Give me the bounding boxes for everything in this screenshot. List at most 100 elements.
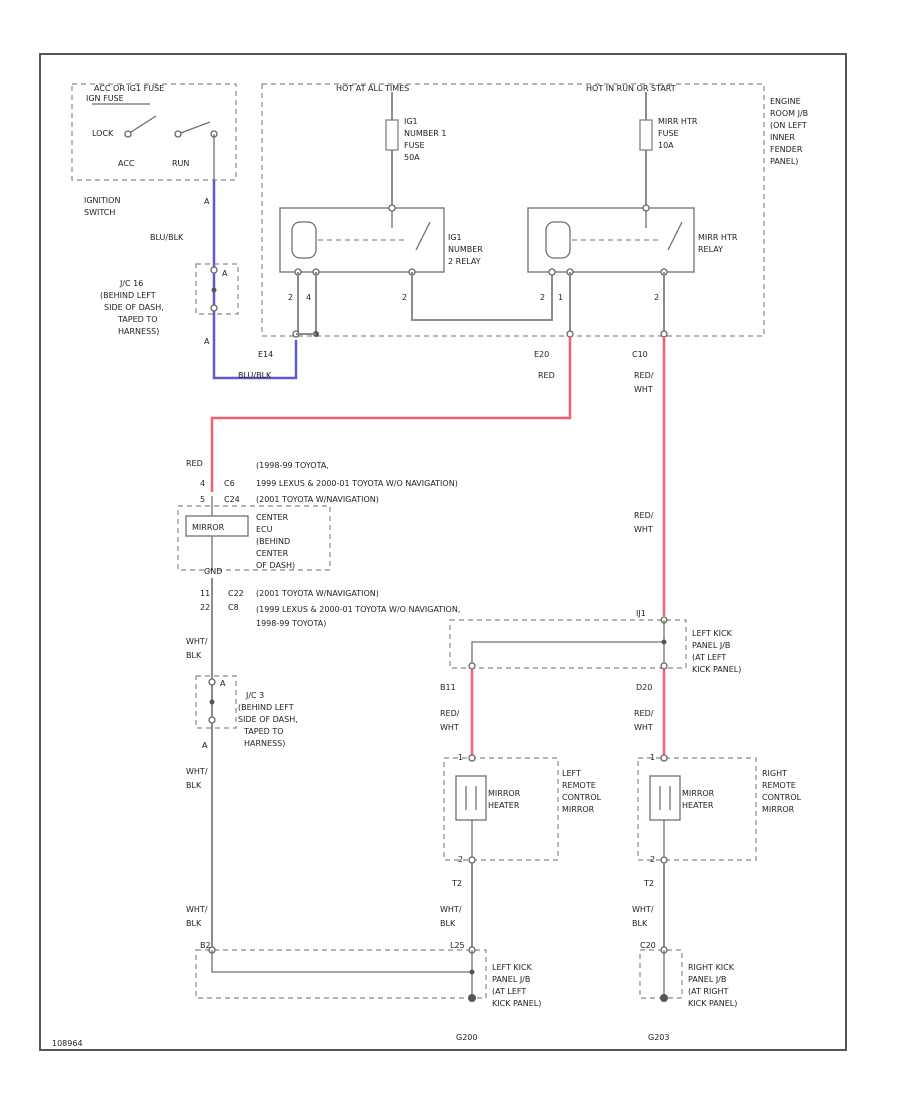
- lkp-lower-label-3: (AT LEFT: [492, 987, 526, 996]
- ig1-fuse-icon: [385, 119, 399, 151]
- left-mirror-heater-1: MIRROR: [488, 789, 521, 798]
- left-mirror-heater-element: [455, 775, 487, 821]
- mirror-module-box: [185, 515, 249, 537]
- center-label-4: CENTER: [256, 549, 289, 558]
- red-wht-label-1b: WHT: [634, 385, 653, 394]
- relay1-pin-2: 2: [288, 293, 293, 302]
- jc16-label-4: TAPED TO: [117, 315, 158, 324]
- blu-blk-label-2: BLU/BLK: [238, 371, 272, 380]
- pin-a-jc3-bottom: A: [202, 741, 208, 750]
- wht-blk-label-3b: BLK: [186, 919, 202, 928]
- wht-blk-label-3a: WHT/: [186, 905, 208, 914]
- relay1-pin-4: 4: [306, 293, 311, 302]
- jc16-label-1: J/C 16: [119, 279, 143, 288]
- t2-right-label: T2: [643, 879, 654, 888]
- lkp-upper-label-3: (AT LEFT: [692, 653, 726, 662]
- c24-label: C24: [224, 495, 240, 504]
- year-note-6: 1998-99 TOYOTA): [256, 619, 326, 628]
- wht-blk-label-2b: BLK: [186, 781, 202, 790]
- red-wht-label-3b: WHT: [440, 723, 459, 732]
- ig1-relay-coil-icon: [291, 221, 317, 259]
- jc-16: A A J/C 16 (BEHIND LEFT SIDE OF DASH, TA…: [100, 263, 239, 346]
- pin-a-jc3: A: [220, 679, 226, 688]
- engine-room-jb: HOT AT ALL TIMES HOT IN RUN OR START ENG…: [261, 83, 808, 338]
- right-mirror-label-1: RIGHT: [762, 769, 787, 778]
- wht-blk-label-4b: BLK: [440, 919, 456, 928]
- wht-blk-label-5a: WHT/: [632, 905, 654, 914]
- pin-4-ecu: 4: [200, 479, 205, 488]
- fuse1-label-2: NUMBER 1: [404, 129, 446, 138]
- l25-label: L25: [450, 941, 465, 950]
- ignition-label-1: IGNITION: [84, 196, 120, 205]
- pin-a-top: A: [204, 197, 210, 206]
- mirr-htr-relay-coil-icon: [545, 221, 571, 259]
- right-mirror-label-4: MIRROR: [762, 805, 795, 814]
- center-label-1: CENTER: [256, 513, 289, 522]
- rkp-label-2: PANEL J/B: [688, 975, 726, 984]
- wht-blk-label-1a: WHT/: [186, 637, 208, 646]
- right-remote-mirror: 1 MIRROR HEATER RIGHT REMOTE CONTROL MIR…: [637, 753, 802, 864]
- left-mirror-label-4: MIRROR: [562, 805, 595, 814]
- year-note-2: 1999 LEXUS & 2000-01 TOYOTA W/O NAVIGATI…: [256, 479, 458, 488]
- jc3-label-3: SIDE OF DASH,: [238, 715, 298, 724]
- run-label: RUN: [172, 159, 189, 168]
- lkp-upper-label-1: LEFT KICK: [692, 629, 733, 638]
- left-mirror-pin-1: 1: [458, 753, 463, 762]
- relay2-pin-2: 2: [540, 293, 545, 302]
- relay2-label-1: MIRR HTR: [698, 233, 738, 242]
- engine-room-label-4: INNER: [770, 133, 795, 142]
- ig1-relay-box: [279, 207, 445, 273]
- g200-label: G200: [456, 1033, 477, 1042]
- year-note-1: (1998-99 TOYOTA,: [256, 461, 329, 470]
- relay2-pin-2b: 2: [654, 293, 659, 302]
- footer-id: 108964: [52, 1039, 83, 1048]
- engine-room-label-2: ROOM J/B: [770, 109, 808, 118]
- red-wht-label-1a: RED/: [634, 371, 654, 380]
- fuse1-label-4: 50A: [404, 153, 420, 162]
- wht-blk-label-5b: BLK: [632, 919, 648, 928]
- fuse2-label-2: FUSE: [658, 129, 679, 138]
- pin-22: 22: [200, 603, 210, 612]
- red-wht-label-4a: RED/: [634, 709, 654, 718]
- fuse2-label-3: 10A: [658, 141, 674, 150]
- right-mirror-pin-1: 1: [650, 753, 655, 762]
- red-wht-wire-c10: RED/ WHT RED/ WHT: [634, 337, 666, 616]
- fuse1-label-3: FUSE: [404, 141, 425, 150]
- relay1-label-1: IG1: [448, 233, 462, 242]
- red-wht-wires-mirrors: RED/ WHT RED/ WHT: [440, 669, 666, 758]
- red-wht-label-2a: RED/: [634, 511, 654, 520]
- relay2-pin-1: 1: [558, 293, 563, 302]
- c10-label: C10: [632, 350, 648, 359]
- pin-a-jc16-bottom: A: [204, 337, 210, 346]
- center-label-2: ECU: [256, 525, 273, 534]
- mirror-module-label: MIRROR: [192, 523, 225, 532]
- pin-a-jc16: A: [222, 269, 228, 278]
- left-mirror-label-3: CONTROL: [562, 793, 602, 802]
- wht-blk-label-2a: WHT/: [186, 767, 208, 776]
- lkp-upper-label-2: PANEL J/B: [692, 641, 730, 650]
- wht-blk-label-4a: WHT/: [440, 905, 462, 914]
- right-heater-icon: [659, 786, 671, 810]
- c8-label: C8: [228, 603, 239, 612]
- engine-room-label-5: FENDER: [770, 145, 803, 154]
- hot-at-all-times-label: HOT AT ALL TIMES: [336, 84, 409, 93]
- right-kick-panel-jb: C20 RIGHT KICK PANEL J/B (AT RIGHT KICK …: [639, 941, 737, 1042]
- wht-blk-label-1b: BLK: [186, 651, 202, 660]
- left-mirror-pin-2: 2: [458, 855, 463, 864]
- jc3-label-5: HARNESS): [244, 739, 285, 748]
- left-kick-panel-jb-lower: B2 L25 LEFT KICK PANEL J/B (AT LEFT KICK…: [195, 941, 541, 1042]
- c22-label: C22: [228, 589, 244, 598]
- rkp-label-4: KICK PANEL): [688, 999, 737, 1008]
- pin-5-ecu: 5: [200, 495, 205, 504]
- jc3-label-1: J/C 3: [245, 691, 264, 700]
- engine-room-label-3: (ON LEFT: [770, 121, 807, 130]
- jc3-label-2: (BEHIND LEFT: [238, 703, 294, 712]
- b11-label: B11: [440, 683, 456, 692]
- red-wht-label-4b: WHT: [634, 723, 653, 732]
- relay2-label-2: RELAY: [698, 245, 723, 254]
- ground-wire: WHT/ BLK WHT/ BLK WHT/ BLK: [186, 578, 213, 950]
- e14-label: E14: [258, 350, 273, 359]
- jc3-label-4: TAPED TO: [243, 727, 284, 736]
- left-mirror-label-2: REMOTE: [562, 781, 596, 790]
